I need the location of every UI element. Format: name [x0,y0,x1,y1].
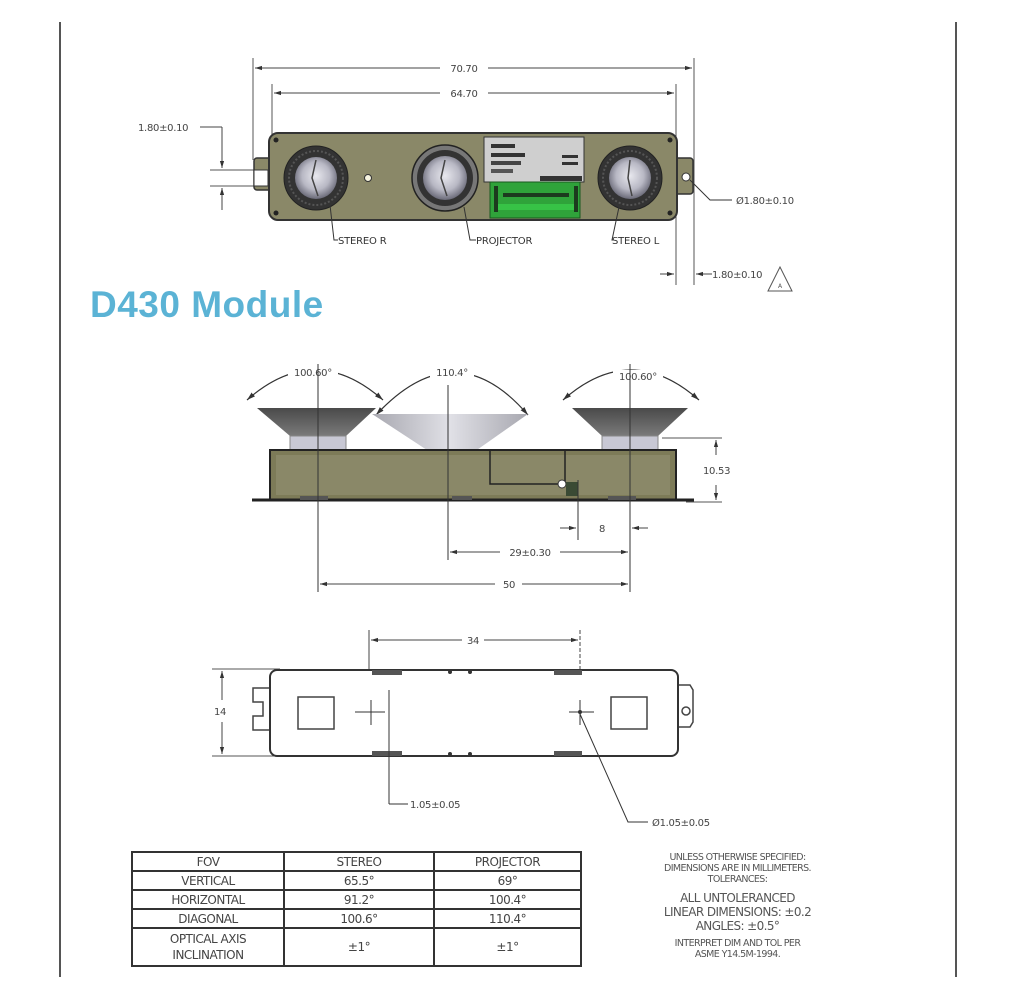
table-header: STEREO [283,851,435,872]
dim-hole-spacing: 34 [467,636,479,647]
dim-height: 10.53 [703,466,730,477]
table-cell: 69° [433,870,582,891]
dim-right-hole-bottom: Ø1.05±0.05 [652,817,710,829]
table-cell: 100.6° [283,908,435,929]
note-line: LINEAR DIMENSIONS: ±0.2 [663,905,812,919]
top-view: 70.70 64.70 1.80±0.10 [138,58,794,292]
table-cell: OPTICAL AXIS INCLINATION [131,927,285,967]
callout-stereo-l: STEREO L [612,236,660,247]
pcb-connector [489,181,581,219]
note-line: DIMENSIONS ARE IN MILLIMETERS. [664,863,812,874]
page-border-right [955,22,957,977]
callout-projector: PROJECTOR [476,236,532,247]
fov-table: FOV STEREO PROJECTOR VERTICAL 65.5° 69° … [131,851,582,967]
dim-left-hole: 1.05±0.05 [410,800,460,811]
fov-stereo-l: 100.60° [619,372,657,383]
fov-stereo-r: 100.60° [294,368,332,379]
table-row: VERTICAL 65.5° 69° [131,870,582,891]
table-cell: DIAGONAL [131,908,285,929]
table-cell: ±1° [283,927,435,967]
note-line: ASME Y14.5M-1994. [694,949,781,960]
dim-projector-to-stereo: 29±0.30 [509,548,550,559]
table-header-row: FOV STEREO PROJECTOR [131,851,582,872]
module-title: D430 Module [90,284,324,325]
table-row: HORIZONTAL 91.2° 100.4° [131,889,582,910]
table-cell: 91.2° [283,889,435,910]
side-view: 100.60° 110.4° 100.60° 10.53 [246,364,730,592]
dim-right-hole: Ø1.80±0.10 [736,195,794,207]
dim-left-tab: 1.80±0.10 [138,123,188,134]
table-cell: 110.4° [433,908,582,929]
drawing-notes: UNLESS OTHERWISE SPECIFIED: DIMENSIONS A… [630,852,845,960]
note-line: TOLERANCES: [707,874,768,885]
note-line: ALL UNTOLERANCED [680,891,795,905]
note-line: UNLESS OTHERWISE SPECIFIED: [669,852,806,863]
dim-bottom-height: 14 [214,707,226,718]
table-header: FOV [131,851,285,872]
fov-projector: 110.4° [436,368,468,379]
revision-triangle-icon [767,265,793,292]
dim-offset: 8 [599,524,605,535]
page-border-left [59,22,61,977]
stereo-r-lens [283,145,349,211]
projector-lens [411,144,479,212]
label-plate [483,136,585,183]
callout-stereo-r: STEREO R [338,236,387,247]
svg-text:A: A [778,283,783,290]
note-line: INTERPRET DIM AND TOL PER [674,938,801,949]
table-row: OPTICAL AXIS INCLINATION ±1° ±1° [131,927,582,967]
dim-overall-width: 70.70 [450,64,477,75]
dim-right-tab: 1.80±0.10 [712,270,762,281]
dim-baseline: 50 [503,580,515,591]
table-cell: 65.5° [283,870,435,891]
table-cell: HORIZONTAL [131,889,285,910]
table-row: DIAGONAL 100.6° 110.4° [131,908,582,929]
table-header: PROJECTOR [433,851,582,872]
stereo-l-lens [597,145,663,211]
table-cell: VERTICAL [131,870,285,891]
dim-body-width: 64.70 [450,89,477,100]
table-cell: ±1° [433,927,582,967]
note-line: ANGLES: ±0.5° [695,919,780,933]
table-cell: 100.4° [433,889,582,910]
bottom-view: 34 14 1.05±0.05 Ø1.05±0.05 [212,630,710,829]
